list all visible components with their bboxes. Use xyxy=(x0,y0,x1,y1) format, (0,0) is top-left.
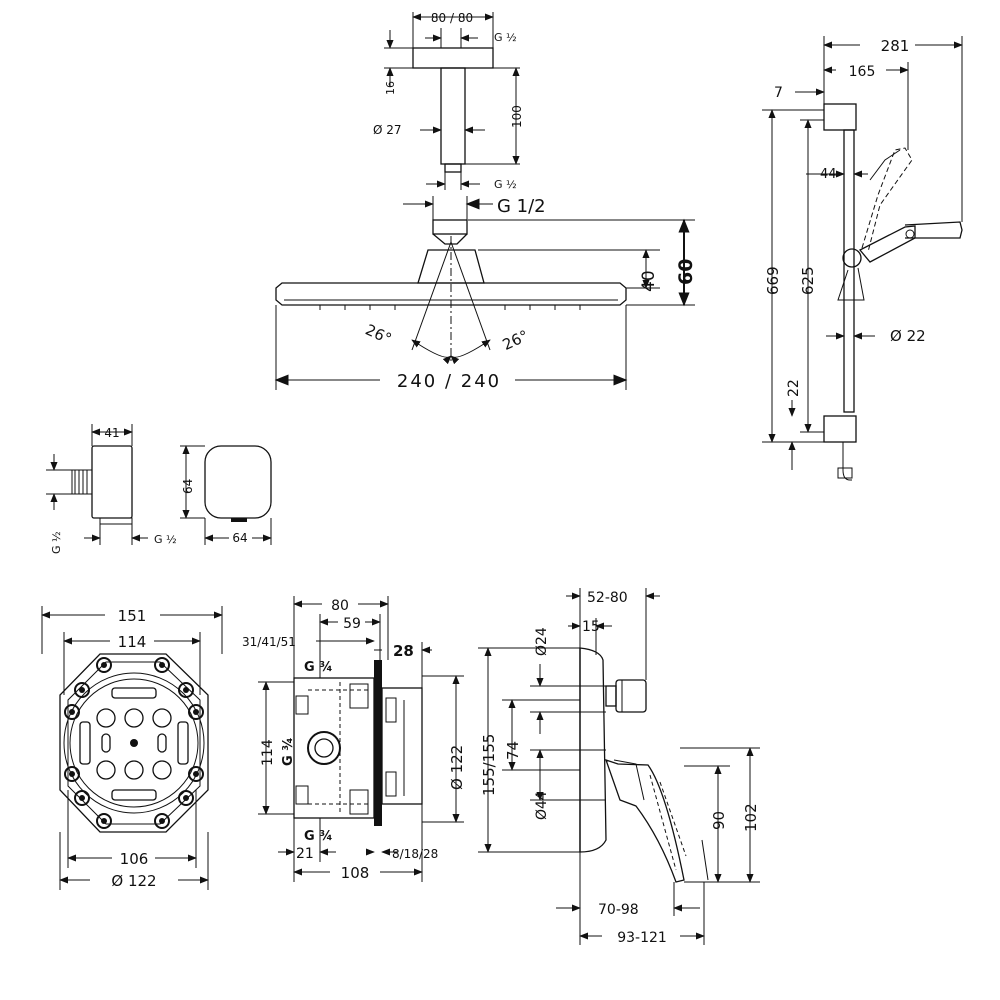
mixer-height-155-label: 155/155 xyxy=(480,734,498,796)
outlet-width-label: 64 xyxy=(232,531,247,545)
mixer-width-52-80-label: 52-80 xyxy=(587,590,628,606)
box-side-thread-mid-label: G ¾ xyxy=(281,737,296,766)
box-side-range-bottom-label: 8/18/28 xyxy=(392,847,438,861)
box-side-cover xyxy=(381,687,423,805)
rail-height-625-label: 625 xyxy=(799,266,817,295)
mounting-box-front-group: 151 114 106 Ø 122 xyxy=(41,606,223,890)
box-side-thread-bottom-label: G ¾ xyxy=(304,829,333,844)
box-side-depth-21-label: 21 xyxy=(296,846,314,862)
shower-arm-group: 80 / 80 G ½ 16 100 Ø 27 G ½ xyxy=(373,11,524,191)
mixer-reach-93-121-label: 93-121 xyxy=(617,930,667,946)
rail-width-281-label: 281 xyxy=(881,37,910,55)
box-side-diameter-label: Ø 122 xyxy=(448,745,466,790)
rail-bottom-bracket xyxy=(823,415,857,443)
outlet-thread-side-label: G ½ xyxy=(50,531,63,554)
head-plate xyxy=(275,282,627,306)
outlet-height-label: 64 xyxy=(181,479,195,494)
head-connector xyxy=(432,219,468,235)
mounting-box-side-group: 80 59 31/41/51 28 G ¾ G ¾ G ¾ 114 Ø 122 … xyxy=(242,596,466,882)
arm-thread-top-label: G ½ xyxy=(494,31,517,44)
rail-offset-7-label: 7 xyxy=(774,85,783,101)
angle-right-label: 26° xyxy=(500,326,532,354)
box-side-depth-28-label: 28 xyxy=(393,642,414,660)
box-side-port xyxy=(307,731,341,765)
arm-thread-bottom-label: G ½ xyxy=(494,178,517,191)
hose xyxy=(842,442,852,481)
box-side-width-108-label: 108 xyxy=(341,864,370,882)
box-screw-bosses xyxy=(64,657,204,829)
head-height-60-label: 60 xyxy=(675,259,697,285)
spray-nozzles xyxy=(319,305,581,310)
rail-top-bracket xyxy=(823,103,857,131)
outlet-depth-label: 41 xyxy=(104,426,119,440)
rail-diameter-label: Ø 22 xyxy=(890,327,926,345)
arm-diameter-label: Ø 27 xyxy=(373,123,402,137)
outlet-thread-side xyxy=(71,469,93,495)
mixer-diameter-24-label: Ø24 xyxy=(534,627,550,656)
rail-tube xyxy=(843,129,855,413)
arm-length-label: 100 xyxy=(510,105,524,128)
rail-height-22-label: 22 xyxy=(786,379,802,397)
overhead-shower-group: 26° 26° G 1/2 40 60 240 / 240 xyxy=(274,196,697,392)
rail-height-669-label: 669 xyxy=(764,266,782,295)
box-inner-ring xyxy=(63,672,205,814)
box-diameter-label: Ø 122 xyxy=(111,872,156,890)
arm-thread-end xyxy=(444,163,462,173)
box-side-body xyxy=(293,677,375,819)
box-side-width-59-label: 59 xyxy=(343,616,361,632)
mixer-diameter-44-label: Ø44 xyxy=(534,791,550,820)
outlet-front-body xyxy=(204,445,272,519)
rail-offset-44-label: 44 xyxy=(820,167,837,182)
arm-height-16-label: 16 xyxy=(384,81,397,95)
box-side-range-label: 31/41/51 xyxy=(242,635,296,649)
box-side-plate xyxy=(374,660,382,826)
shower-arm-tube xyxy=(440,67,466,165)
box-octagon-outer xyxy=(59,653,209,833)
rail-width-165-label: 165 xyxy=(849,64,876,80)
mixer-group: 52-80 15 Ø24 155/155 74 Ø44 90 xyxy=(478,588,760,946)
box-side-width-80-label: 80 xyxy=(331,598,349,614)
mixer-reach-70-98-label: 70-98 xyxy=(598,902,639,918)
outlet-thread-bottom xyxy=(99,517,133,525)
head-thread-label: G 1/2 xyxy=(497,196,546,217)
arm-width-label: 80 / 80 xyxy=(431,11,473,25)
wall-outlet-group: 41 G ½ G ½ 64 64 xyxy=(46,424,272,554)
mixer-escutcheon xyxy=(579,647,607,853)
head-height-40-label: 40 xyxy=(639,270,659,292)
mixer-width-15-label: 15 xyxy=(582,619,600,635)
mixer-height-90-label: 90 xyxy=(710,811,728,830)
mixer-lever xyxy=(604,758,685,883)
box-width-151-label: 151 xyxy=(118,607,147,625)
shower-rail-group: 281 165 7 44 669 625 Ø 22 22 xyxy=(762,36,963,481)
box-inner-holes xyxy=(79,687,189,801)
outlet-thread-bottom-label: G ½ xyxy=(154,533,177,546)
mixer-height-74-label: 74 xyxy=(504,741,522,760)
hand-shower-tilted xyxy=(861,147,913,253)
head-width-label: 240 / 240 xyxy=(397,371,501,392)
box-side-thread-top-label: G ¾ xyxy=(304,660,333,675)
angle-left-label: 26° xyxy=(363,321,395,349)
box-width-106-label: 106 xyxy=(120,850,149,868)
box-width-114-label: 114 xyxy=(118,633,147,651)
outlet-side-body xyxy=(91,445,133,519)
ceiling-flange xyxy=(412,47,494,69)
hand-shower xyxy=(858,225,916,263)
head-ball-joint xyxy=(432,233,468,245)
mixer-diverter xyxy=(615,679,647,713)
rail-slider xyxy=(842,248,862,268)
mixer-height-102-label: 102 xyxy=(742,803,760,832)
box-side-height-label: 114 xyxy=(260,739,276,766)
